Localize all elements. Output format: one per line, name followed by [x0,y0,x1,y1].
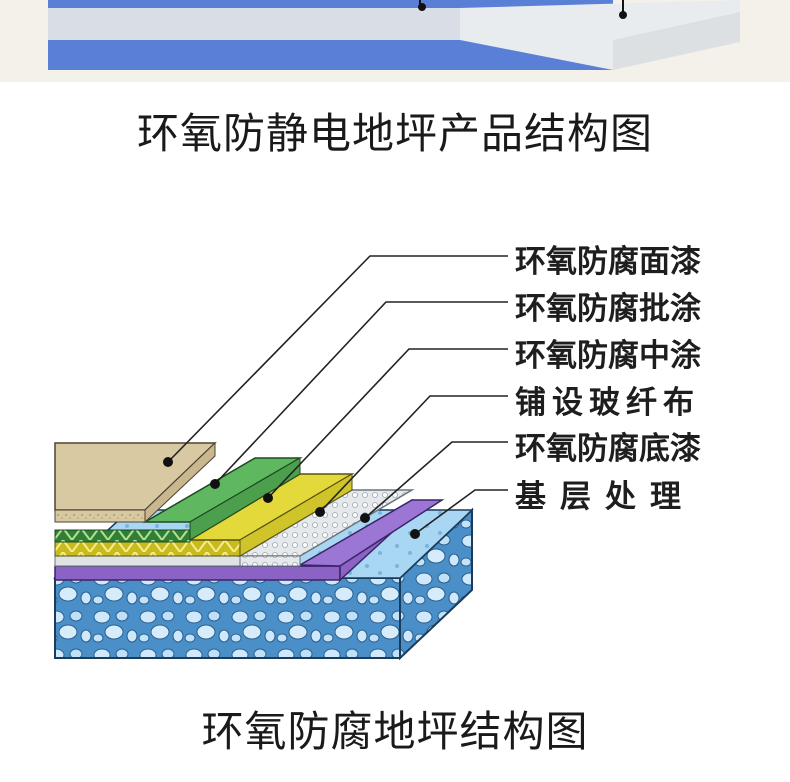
leader-lines [167,255,508,535]
label-base-treatment: 基层处理 [515,479,695,515]
top-product-illustration [48,0,740,70]
layer-topcoat-sand [54,441,217,524]
label-topcoat: 环氧防腐面漆 [515,244,701,280]
layer-fiberglass-mesh [54,489,415,567]
layer-putty-green [54,457,303,543]
label-middle-coat: 环氧防腐中涂 [515,338,701,374]
leader-line-middle [267,348,508,499]
leader-line-putty [214,301,508,485]
layer-primer-purple [54,498,445,582]
leader-line-topcoat [167,255,508,463]
title-antistatic-floor-structure: 环氧防静电地坪产品结构图 [136,109,653,158]
layer-middle-coat-yellow [54,473,355,557]
top-product-image-strip [0,0,790,82]
leader-line-primer [364,441,508,519]
title-anticorrosion-floor-structure: 环氧防腐地坪结构图 [201,707,589,756]
leader-line-base [414,489,508,535]
label-fiberglass: 铺设玻纤布 [515,385,700,421]
leader-line-mesh [319,395,508,513]
label-putty: 环氧防腐批涂 [515,291,701,327]
label-primer: 环氧防腐底漆 [515,431,701,467]
leader-dots [163,457,420,539]
